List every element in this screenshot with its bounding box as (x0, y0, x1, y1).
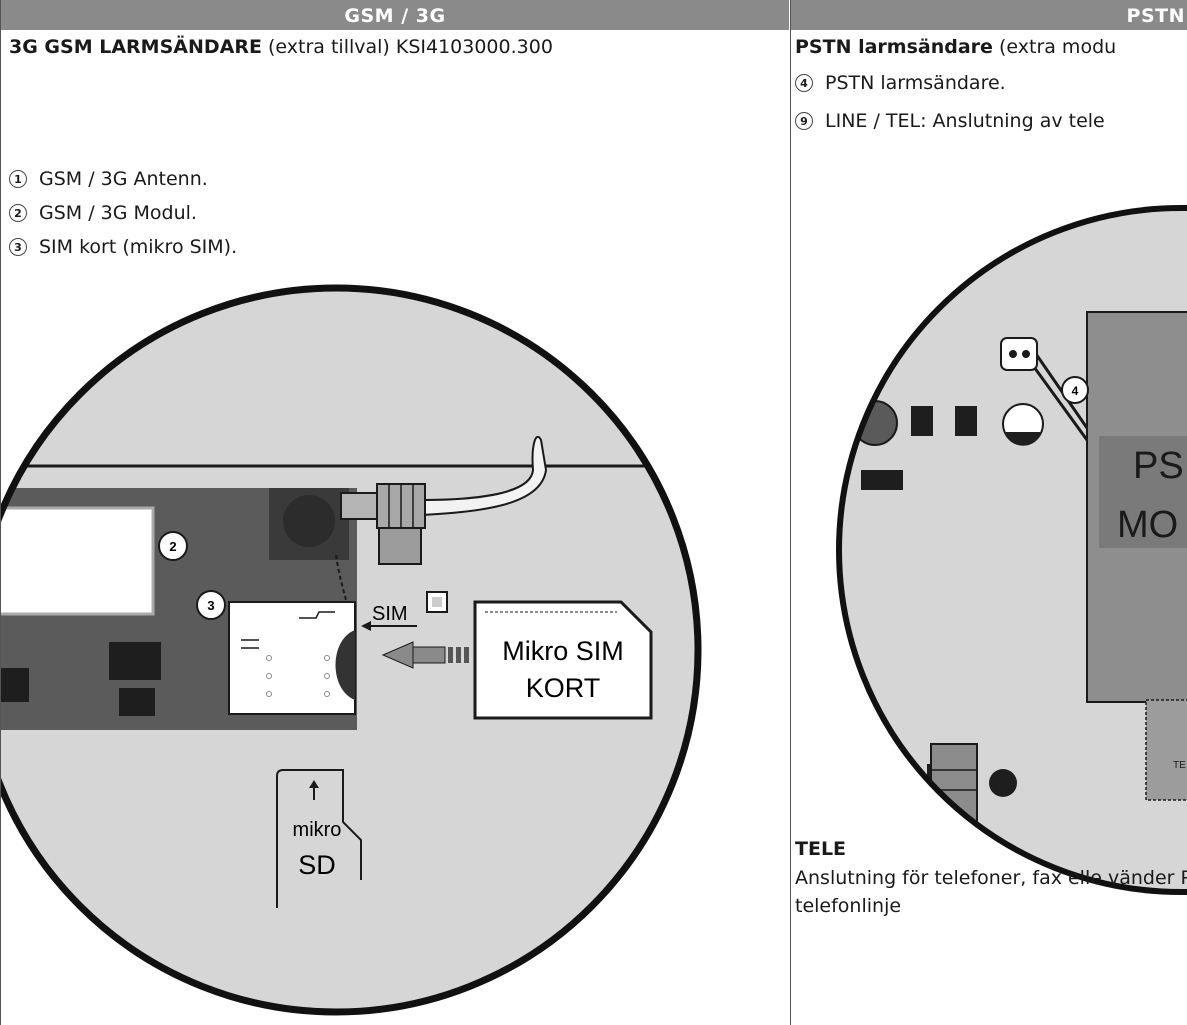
callout-3: 3 (207, 598, 214, 613)
pstn-column: PSTN PSTN larmsändare (extra modu 4PSTN … (790, 0, 1187, 1025)
callout-4: 4 (1072, 384, 1079, 398)
sim-label: SIM (372, 603, 408, 625)
sim-card-line1: Mikro SIM (502, 636, 624, 666)
gsm-column: GSM / 3G 3G GSM LARMSÄNDARE (extra tillv… (0, 0, 789, 1025)
pstn-module-line2: MO (1117, 504, 1178, 546)
pstn-module-line1: PS (1133, 445, 1184, 487)
callout-2: 2 (169, 539, 176, 554)
gsm-module-diagram: 2 3 SIM Mikro SIM KORT mikro SD (1, 0, 789, 1025)
sd-line1: mikro (293, 819, 342, 841)
sim-card-line2: KORT (526, 673, 601, 703)
tel-label: TE (1173, 760, 1186, 771)
tele-title: TELE (795, 838, 846, 860)
antenna-connector (341, 493, 379, 519)
tele-body: Anslutning för telefoner, fax elle vände… (795, 864, 1187, 920)
sd-line2: SD (298, 850, 336, 880)
